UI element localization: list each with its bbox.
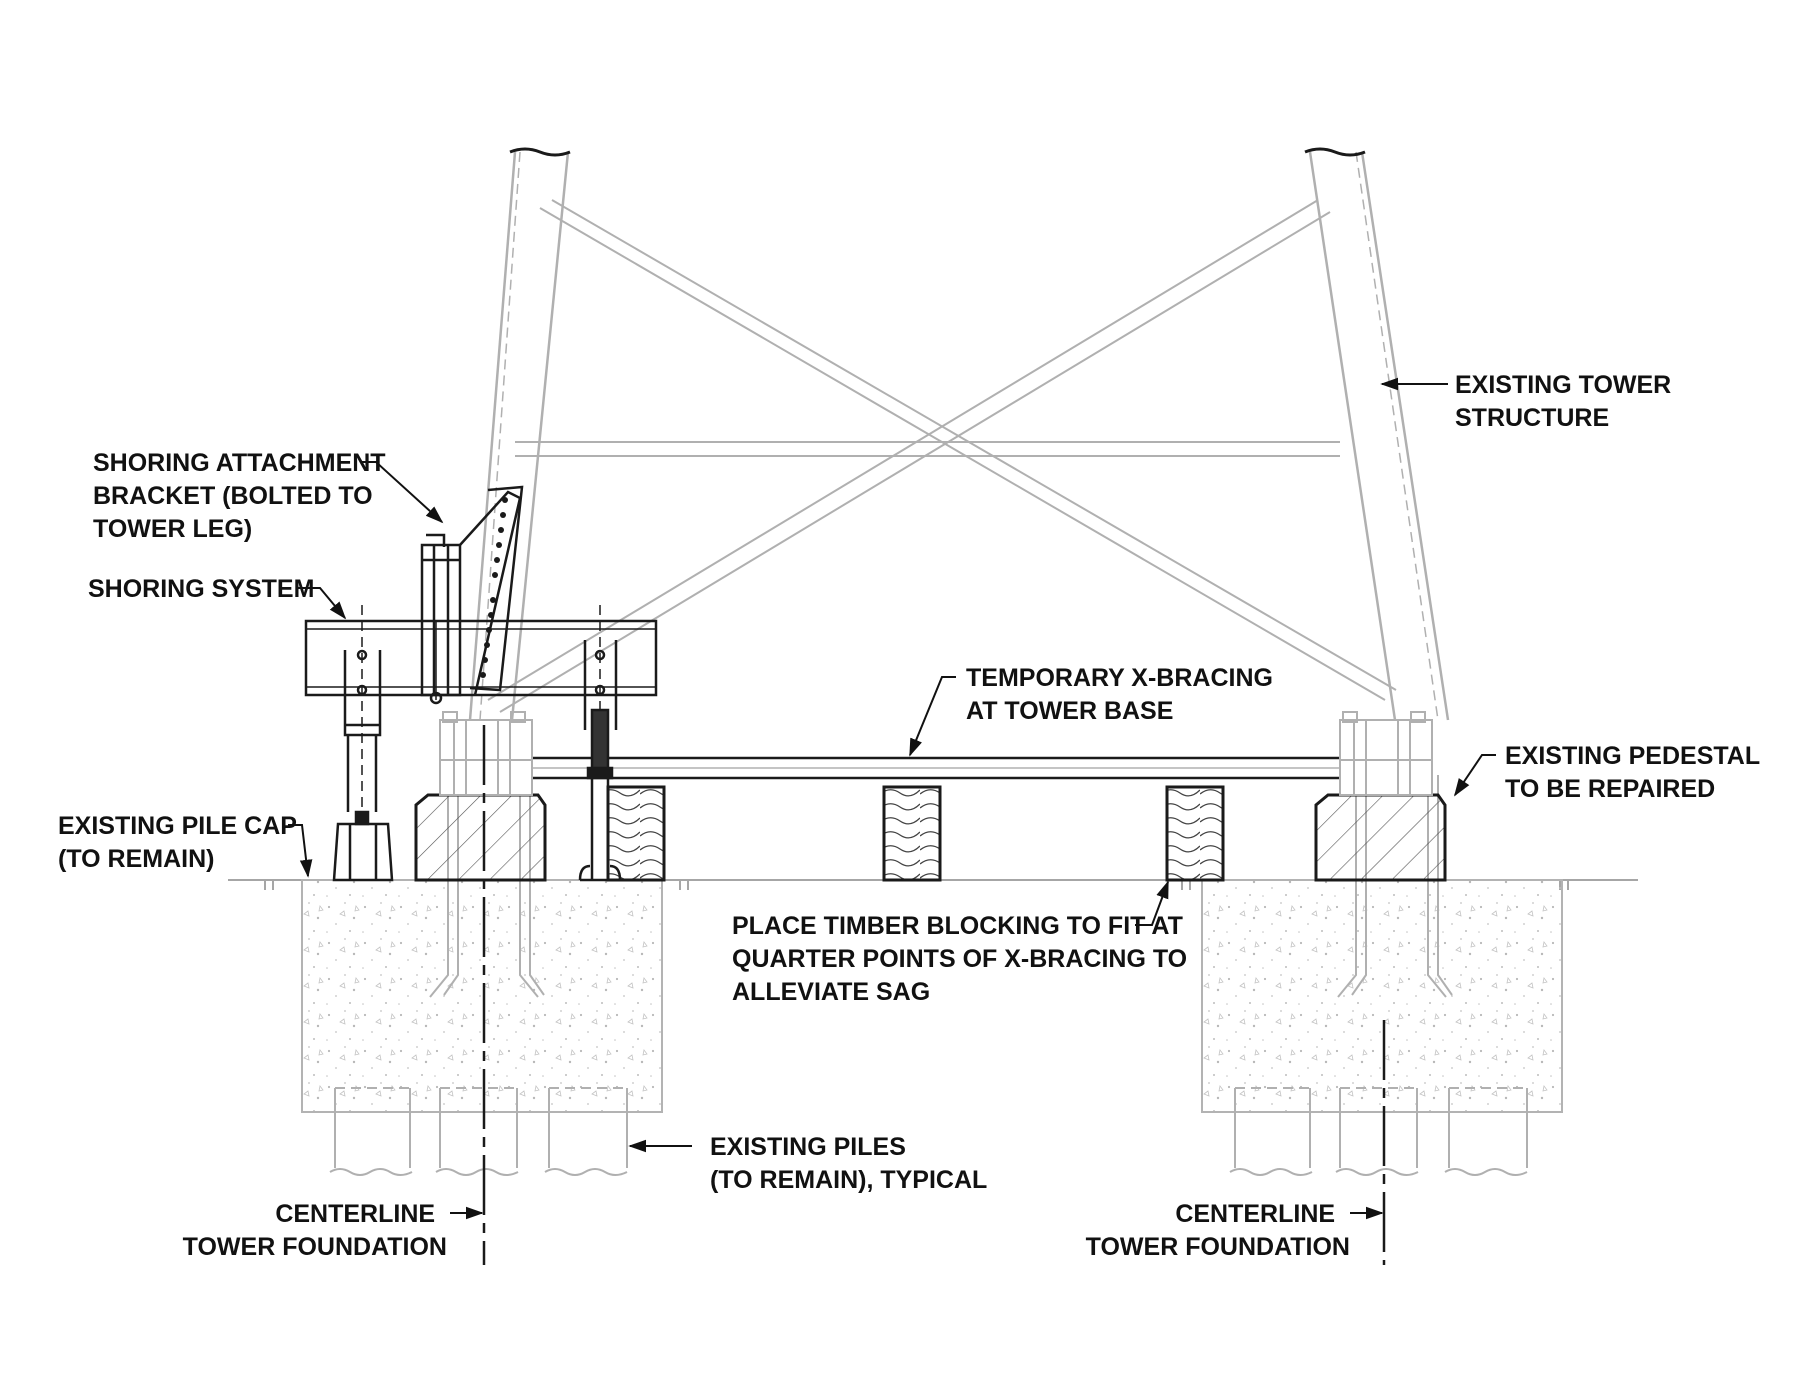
labels: SHORING ATTACHMENT BRACKET (BOLTED TO TO… bbox=[58, 371, 1767, 1261]
ground-and-foundations bbox=[228, 775, 1638, 1176]
leader-temp-xbracing bbox=[909, 676, 956, 757]
label-existing-pedestal: EXISTING PEDESTAL TO BE REPAIRED bbox=[1505, 742, 1767, 803]
tower-leg-right bbox=[1304, 147, 1450, 721]
timber-blocks bbox=[606, 785, 1225, 882]
shoring-system bbox=[304, 485, 658, 882]
shoring-bracket bbox=[420, 543, 462, 697]
label-shoring-system: SHORING SYSTEM bbox=[88, 575, 314, 603]
label-existing-tower: EXISTING TOWER STRUCTURE bbox=[1455, 371, 1678, 432]
shoring-beam bbox=[304, 619, 658, 697]
timber-block-2 bbox=[882, 785, 942, 882]
leader-lines bbox=[288, 377, 1496, 1220]
label-temporary-xbracing: TEMPORARY X-BRACING AT TOWER BASE bbox=[966, 664, 1280, 725]
shoring-jack-right bbox=[583, 640, 618, 730]
temporary-x-bracing bbox=[525, 756, 1345, 780]
pile-cap-right bbox=[1201, 879, 1563, 1113]
pile-cap-left bbox=[301, 879, 663, 1113]
leader-existing-pedestal bbox=[1453, 754, 1496, 797]
leader-shoring-bracket bbox=[362, 461, 444, 524]
pedestal-left bbox=[414, 793, 547, 882]
tower-leg-left bbox=[468, 147, 571, 721]
bracket-bolts bbox=[480, 497, 508, 678]
timber-block-1 bbox=[606, 785, 666, 882]
piles-right bbox=[1229, 1087, 1528, 1176]
label-existing-piles: EXISTING PILES (TO REMAIN), TYPICAL bbox=[710, 1133, 987, 1194]
piles-left bbox=[329, 1087, 628, 1176]
pedestal-right bbox=[1314, 793, 1447, 882]
leg-base-right bbox=[1339, 711, 1433, 796]
leg-base-left bbox=[439, 711, 533, 796]
leader-pile-cap bbox=[288, 824, 313, 878]
label-timber-blocking: PLACE TIMBER BLOCKING TO FIT AT QUARTER … bbox=[732, 912, 1194, 1006]
label-centerline-left: CENTERLINE TOWER FOUNDATION bbox=[183, 1200, 447, 1261]
timber-block-3 bbox=[1165, 785, 1225, 882]
label-shoring-bracket: SHORING ATTACHMENT BRACKET (BOLTED TO TO… bbox=[93, 449, 393, 543]
tower-x-bracing bbox=[487, 199, 1397, 713]
leader-shoring-system bbox=[297, 587, 347, 620]
label-centerline-right: CENTERLINE TOWER FOUNDATION bbox=[1086, 1200, 1350, 1261]
label-existing-pile-cap: EXISTING PILE CAP (TO REMAIN) bbox=[58, 812, 303, 873]
leader-timber-blocking bbox=[1135, 880, 1169, 926]
